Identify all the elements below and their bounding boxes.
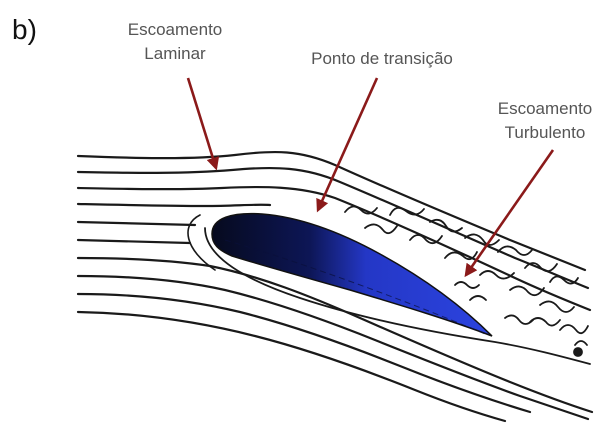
streamline-12 — [188, 215, 215, 270]
laminar-label-line2: Laminar — [110, 42, 240, 66]
streamline-6 — [78, 240, 190, 243]
laminar-flow-label: Escoamento Laminar — [110, 18, 240, 66]
transition-label-line1: Ponto de transição — [282, 47, 482, 71]
turbulent-flow-label: Escoamento Turbulento — [485, 97, 605, 145]
panel-label: b) — [12, 14, 37, 46]
turbulent-label-line1: Escoamento — [485, 97, 605, 121]
arrow-transition — [318, 78, 377, 210]
transition-point-label: Ponto de transição — [282, 47, 482, 71]
streamline-4 — [78, 204, 270, 206]
streamline-5 — [78, 222, 195, 225]
arrow-laminar — [188, 78, 216, 168]
turbulent-label-line2: Turbulento — [485, 121, 605, 145]
laminar-label-line1: Escoamento — [110, 18, 240, 42]
airfoil — [212, 214, 492, 336]
